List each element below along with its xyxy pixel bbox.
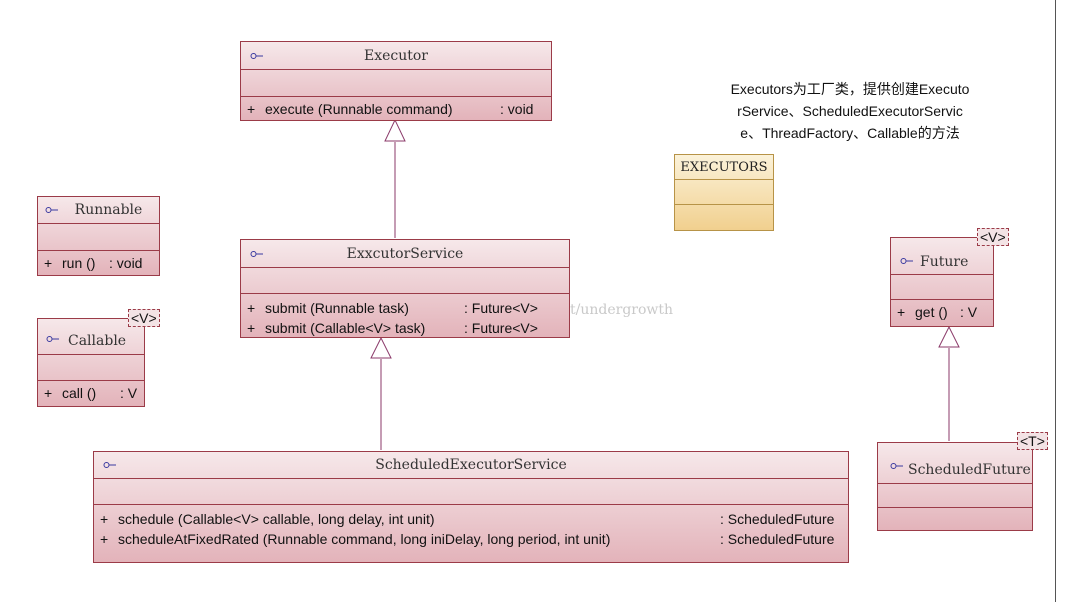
interface-icon — [250, 250, 263, 257]
type-parameter-badge: <V> — [977, 228, 1009, 246]
class-name: Executor — [363, 47, 428, 64]
class-future[interactable]: Future + get () : V — [890, 237, 994, 327]
operations-compartment: + execute (Runnable command) : void — [241, 97, 551, 119]
operation-return-type: : V — [120, 385, 138, 401]
class-name: Callable — [68, 332, 127, 349]
class-executor[interactable]: Executor + execute (Runnable command) : … — [240, 41, 552, 121]
class-name: EXECUTORS — [675, 155, 773, 180]
note-text: Executors为工厂类，提供创建Executo rService、Sched… — [700, 78, 1000, 144]
operation-row: + submit (Runnable task) : Future<V> — [247, 298, 563, 318]
operation-signature: submit (Callable<V> task) — [265, 320, 426, 336]
class-header: Runnable — [38, 197, 159, 224]
canvas-right-border — [1055, 0, 1056, 602]
class-scheduled-executor-service[interactable]: ScheduledExecutorService + schedule (Cal… — [93, 451, 849, 563]
note-line: Executors为工厂类，提供创建Executo — [730, 81, 970, 97]
visibility: + — [247, 300, 256, 316]
interface-icon — [900, 258, 913, 265]
operation-row: + scheduleAtFixedRated (Runnable command… — [100, 529, 842, 549]
interface-icon — [46, 336, 59, 343]
class-header: ScheduledExecutorService — [94, 452, 848, 479]
visibility: + — [897, 304, 906, 320]
operation-row: + run () : void — [44, 253, 153, 273]
inherit-arrowhead-executorservice — [370, 336, 392, 359]
visibility: + — [247, 101, 256, 117]
class-name: ScheduledFuture — [908, 462, 1031, 478]
attributes-compartment — [94, 479, 848, 505]
interface-icon — [45, 207, 58, 213]
operation-row: + call () : V — [44, 383, 138, 403]
operation-row: + schedule (Callable<V> callable, long d… — [100, 509, 842, 529]
operation-signature: call () — [62, 385, 97, 401]
operations-compartment: + schedule (Callable<V> callable, long d… — [94, 505, 848, 549]
attributes-compartment — [241, 268, 569, 294]
operation-return-type: : Future<V> — [464, 300, 538, 316]
class-header: ScheduledFuture — [878, 443, 1032, 484]
operation-row: + execute (Runnable command) : void — [247, 99, 545, 119]
class-name: ExxcutorService — [346, 245, 464, 262]
interface-icon — [890, 462, 903, 469]
inherit-arrowhead-future — [938, 325, 960, 348]
class-header: ExxcutorService — [241, 240, 569, 268]
attributes-compartment — [38, 224, 159, 251]
operation-return-type: : V — [960, 304, 978, 320]
class-header: Executor — [241, 42, 551, 70]
class-name: Future — [920, 253, 969, 270]
class-header: Callable — [38, 319, 144, 355]
operations-compartment: + call () : V — [38, 381, 144, 403]
watermark: t/undergrowth — [570, 302, 674, 318]
class-executor-service[interactable]: ExxcutorService + submit (Runnable task)… — [240, 239, 570, 338]
operations-compartment: + run () : void — [38, 251, 159, 273]
visibility: + — [100, 531, 109, 547]
operation-signature: execute (Runnable command) — [265, 101, 453, 117]
type-parameter-badge: <V> — [128, 309, 160, 327]
attributes-compartment — [241, 70, 551, 97]
operations-compartment: + get () : V — [891, 300, 993, 322]
operation-signature: schedule (Callable<V> callable, long del… — [118, 511, 435, 527]
interface-icon — [250, 52, 263, 59]
operation-signature: run () — [62, 255, 96, 271]
operation-row: + get () : V — [897, 302, 987, 322]
class-callable[interactable]: Callable + call () : V — [37, 318, 145, 407]
note-line: e、ThreadFactory、Callable的方法 — [740, 125, 960, 141]
operation-return-type: : void — [500, 101, 534, 117]
attributes-compartment — [891, 275, 993, 300]
class-name: ScheduledExecutorService — [375, 457, 567, 473]
class-name: Runnable — [74, 202, 143, 218]
attributes-compartment — [878, 484, 1032, 508]
type-parameter-badge: <T> — [1017, 432, 1048, 450]
attributes-compartment — [38, 355, 144, 381]
operation-signature: get () — [915, 304, 948, 320]
operation-signature: scheduleAtFixedRated (Runnable command, … — [118, 531, 611, 547]
class-executors[interactable]: EXECUTORS — [674, 154, 774, 231]
class-scheduled-future[interactable]: ScheduledFuture — [877, 442, 1033, 531]
operations-compartment: + submit (Runnable task) : Future<V> + s… — [241, 294, 569, 338]
attributes-compartment — [675, 180, 773, 205]
operation-return-type: : void — [109, 255, 143, 271]
visibility: + — [247, 320, 256, 336]
operation-return-type: : Future<V> — [464, 320, 538, 336]
operation-row: + submit (Callable<V> task) : Future<V> — [247, 318, 563, 338]
operation-return-type: : ScheduledFuture — [720, 531, 835, 547]
inherit-arrowhead-executor — [384, 118, 406, 142]
interface-icon — [103, 462, 116, 468]
class-runnable[interactable]: Runnable + run () : void — [37, 196, 160, 276]
operation-signature: submit (Runnable task) — [265, 300, 409, 316]
class-header: Future — [891, 238, 993, 275]
visibility: + — [100, 511, 109, 527]
visibility: + — [44, 255, 53, 271]
operation-return-type: : ScheduledFuture — [720, 511, 835, 527]
visibility: + — [44, 385, 53, 401]
note-line: rService、ScheduledExecutorServic — [737, 103, 963, 119]
